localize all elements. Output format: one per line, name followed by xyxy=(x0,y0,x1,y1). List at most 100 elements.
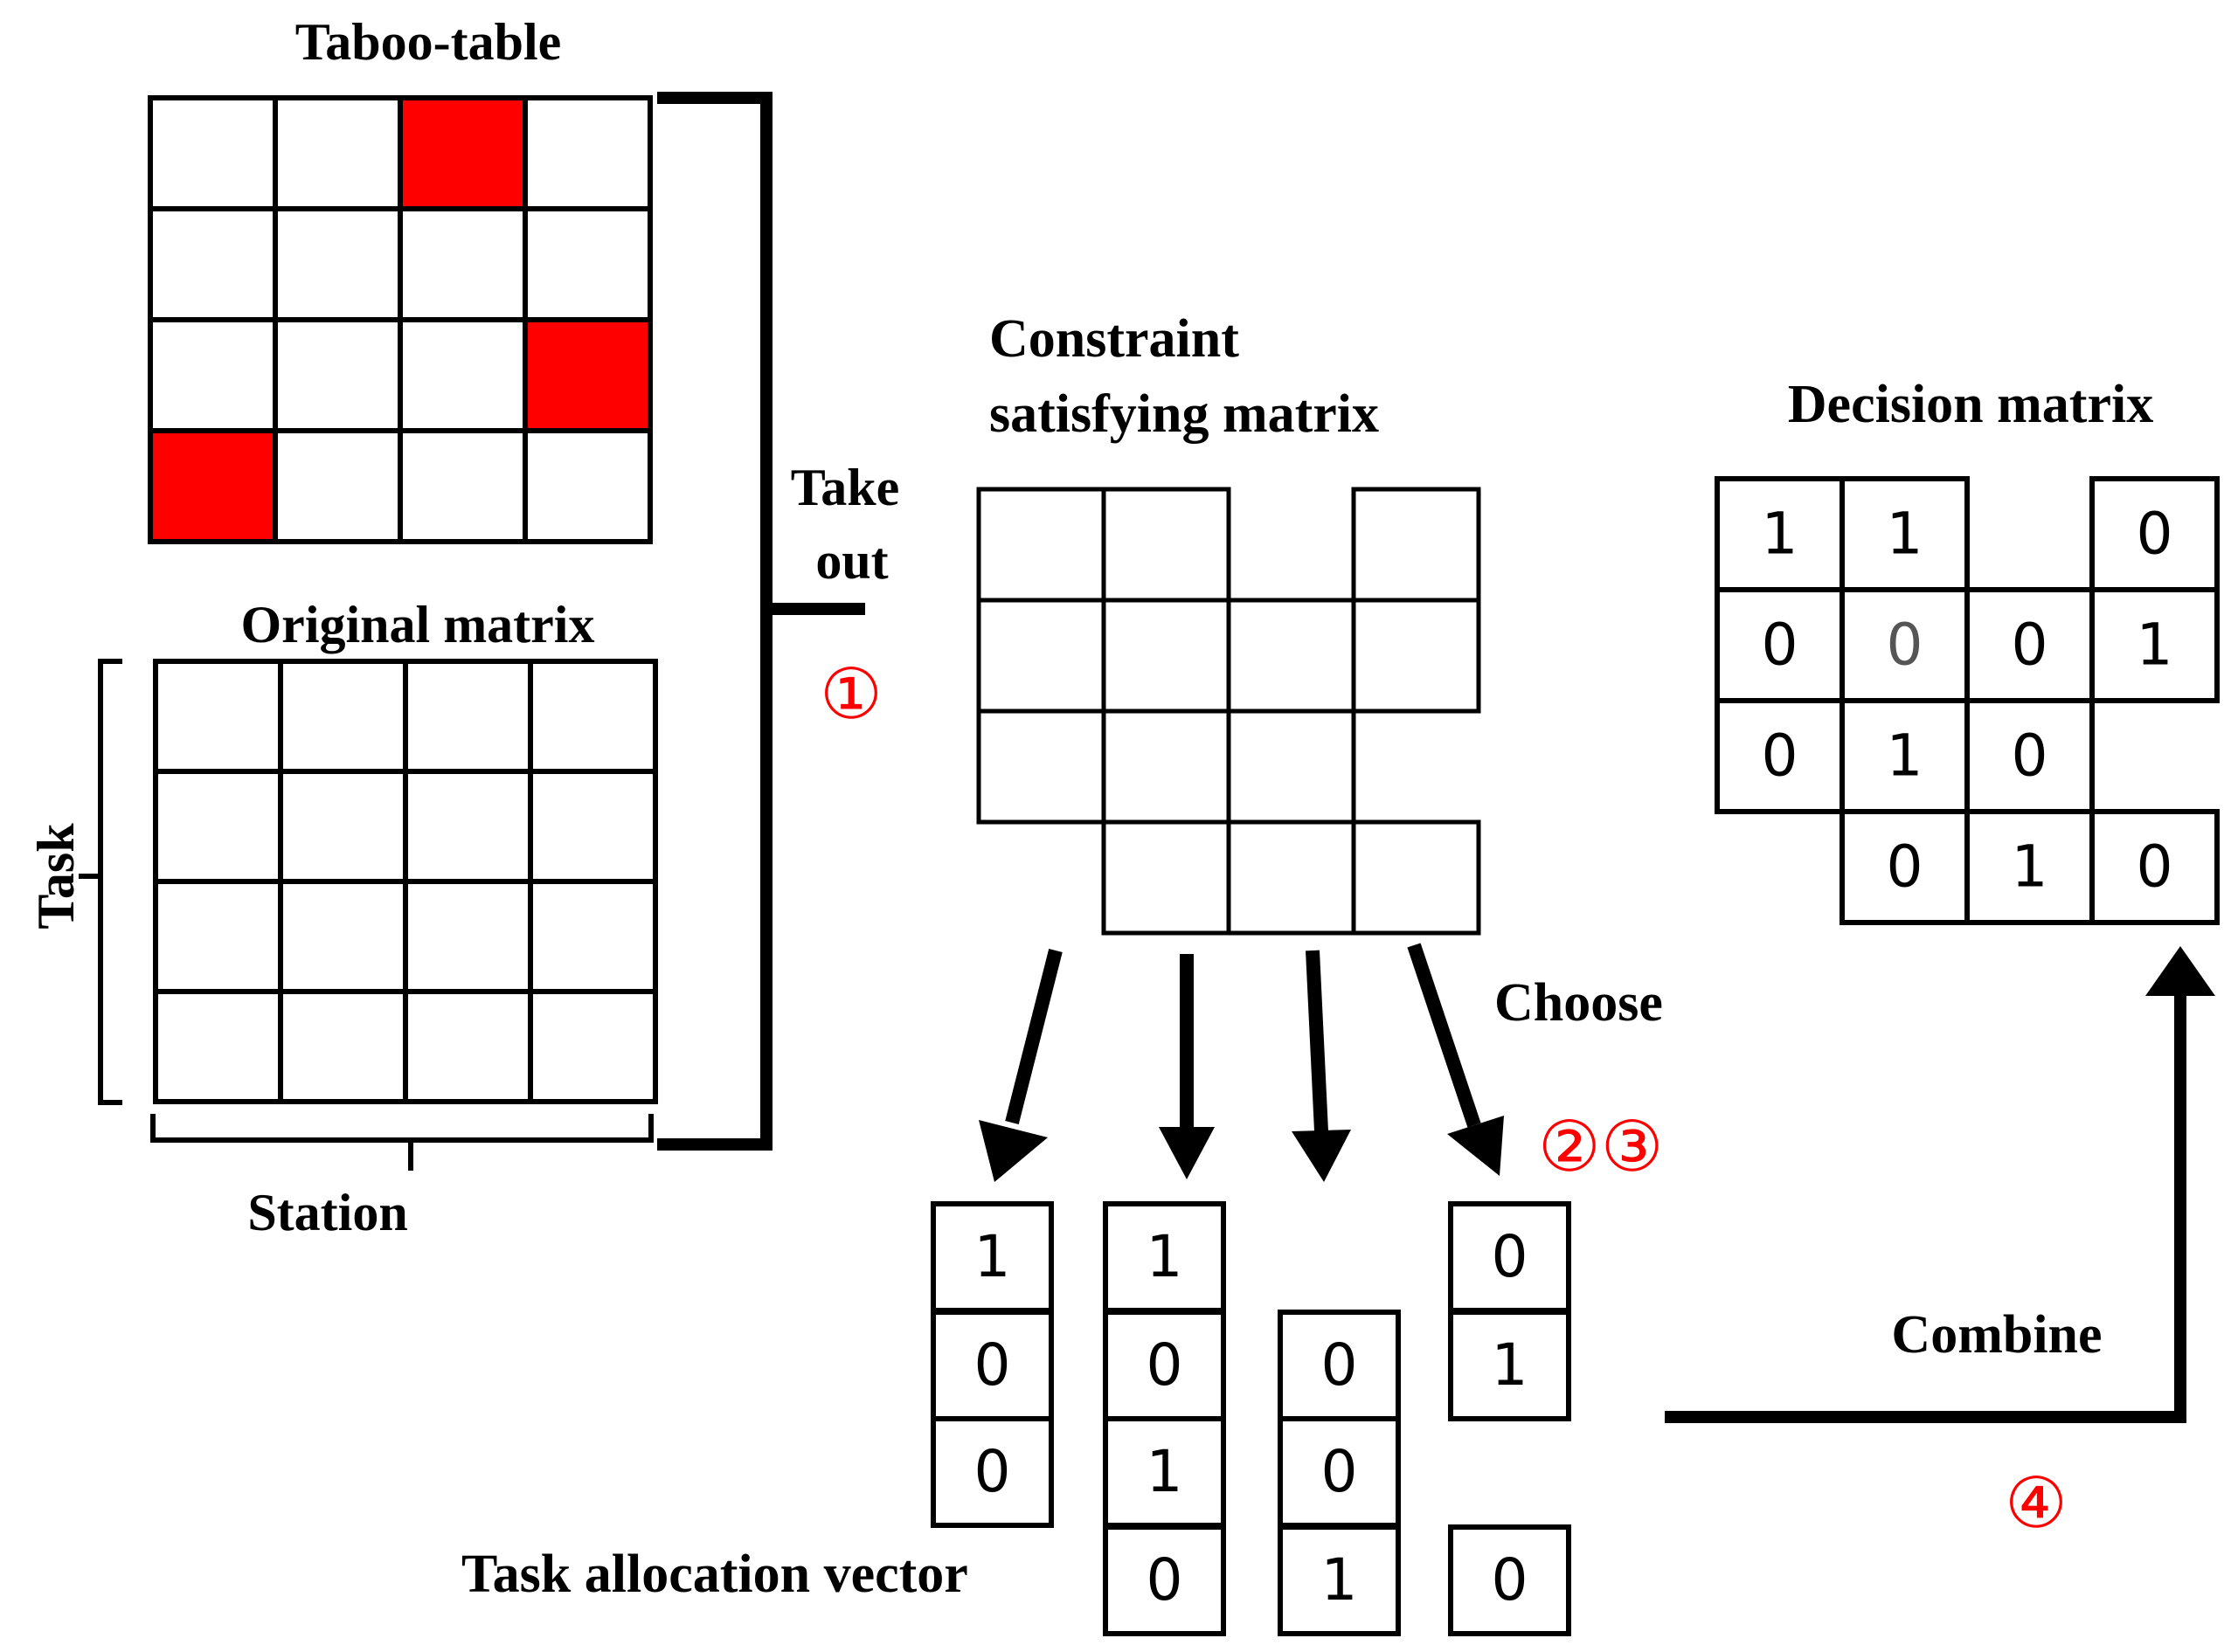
vector-cell xyxy=(1103,1524,1226,1636)
matrix-cell xyxy=(1351,487,1481,603)
vector-cell-value: 1 xyxy=(1147,1438,1183,1505)
matrix-cell xyxy=(1964,809,2095,925)
matrix-cell xyxy=(398,428,528,544)
vector-cell-value: 0 xyxy=(1321,1438,1358,1505)
original-matrix-title: Original matrix xyxy=(241,596,595,653)
vector-cell xyxy=(1103,1201,1226,1313)
cell-value: 0 xyxy=(1887,612,1923,679)
matrix-cell xyxy=(1964,698,2095,814)
matrix-cell xyxy=(523,206,653,322)
taboo-cell xyxy=(398,95,528,211)
choose-label: Choose xyxy=(1494,973,1663,1033)
matrix-cell xyxy=(278,769,408,884)
cell-value: 0 xyxy=(1762,722,1798,790)
matrix-cell xyxy=(1101,598,1231,714)
task-allocation-vector-label: Task allocation vector xyxy=(461,1545,968,1604)
vector-cell xyxy=(1448,1310,1571,1421)
combine-label: Combine xyxy=(1891,1305,2102,1365)
cell-value: 0 xyxy=(1887,833,1923,901)
matrix-cell xyxy=(148,317,278,433)
matrix-cell xyxy=(273,317,403,433)
constraint-matrix-grid xyxy=(976,487,1481,936)
step-4-marker: ④ xyxy=(2005,1462,2068,1544)
matrix-cell xyxy=(2089,809,2220,925)
matrix-cell xyxy=(1715,587,1845,703)
matrix-cell xyxy=(1226,708,1356,825)
matrix-cell xyxy=(403,769,533,884)
matrix-cell xyxy=(273,95,403,211)
task-allocation-vector-2: 1 0 1 0 xyxy=(1103,1201,1226,1636)
vector-cell-value: 0 xyxy=(974,1438,1011,1505)
cell-value: 0 xyxy=(1762,612,1798,679)
vector-cell-value: 1 xyxy=(1147,1223,1183,1290)
matrix-cell xyxy=(1351,598,1481,714)
cell-value: 1 xyxy=(2137,612,2173,679)
matrix-cell xyxy=(976,487,1106,603)
matrix-cell xyxy=(2089,587,2220,703)
vector-cell xyxy=(1448,1201,1571,1313)
cell-value: 0 xyxy=(2137,501,2173,568)
constraint-matrix-title-line2: satisfying matrix xyxy=(989,384,1379,444)
matrix-cell xyxy=(403,879,533,994)
matrix-cell xyxy=(1226,598,1356,714)
task-axis-label: Task xyxy=(27,823,85,930)
cell-value: 1 xyxy=(1887,722,1923,790)
take-out-bracket xyxy=(657,92,865,1151)
matrix-cell xyxy=(1226,819,1356,936)
vector-cell xyxy=(1448,1524,1571,1636)
taboo-table-grid xyxy=(148,95,653,544)
task-allocation-vector-4: 0 1 0 xyxy=(1448,1201,1571,1636)
matrix-cell xyxy=(528,879,658,994)
vector-cell-value: 0 xyxy=(1147,1546,1183,1614)
vector-cell-value: 0 xyxy=(1147,1331,1183,1399)
cell-value: 1 xyxy=(2012,833,2048,901)
matrix-cell xyxy=(273,428,403,544)
matrix-cell xyxy=(1715,476,1845,592)
task-bracket xyxy=(79,659,122,1105)
choose-arrows xyxy=(979,943,1504,1182)
take-label: Take xyxy=(791,459,900,516)
out-label: out xyxy=(815,532,888,590)
constraint-matrix-title-line1: Constraint xyxy=(989,309,1239,369)
decision-matrix-title: Decision matrix xyxy=(1788,375,2153,434)
station-axis-label: Station xyxy=(247,1184,407,1241)
matrix-cell xyxy=(273,206,403,322)
task-allocation-vector-3: 001 xyxy=(1278,1310,1401,1636)
vector-cell-value: 0 xyxy=(974,1331,1011,1399)
matrix-cell xyxy=(523,428,653,544)
matrix-cell xyxy=(148,206,278,322)
vector-cell xyxy=(1103,1416,1226,1528)
matrix-cell xyxy=(148,95,278,211)
matrix-cell xyxy=(153,989,283,1104)
vector-cell-value: 0 xyxy=(1492,1223,1528,1290)
matrix-cell xyxy=(1101,819,1231,936)
step-23-marker: ②③ xyxy=(1538,1106,1663,1187)
cell-value: 0 xyxy=(2012,722,2048,790)
taboo-table-title: Taboo-table xyxy=(295,13,562,71)
task-allocation-vector-1: 100 xyxy=(931,1201,1054,1528)
matrix-cell xyxy=(398,206,528,322)
cell-value: 1 xyxy=(1887,501,1923,568)
matrix-cell xyxy=(278,659,408,774)
matrix-cell xyxy=(528,659,658,774)
taboo-cell xyxy=(523,317,653,433)
cell-value: 0 xyxy=(2012,612,2048,679)
station-bracket xyxy=(150,1114,654,1171)
original-matrix-grid xyxy=(153,659,658,1104)
matrix-cell xyxy=(403,659,533,774)
combine-arrow xyxy=(1665,946,2215,1423)
matrix-cell xyxy=(153,879,283,994)
vector-cell-value: 0 xyxy=(1492,1546,1528,1614)
vector-cell-value: 1 xyxy=(1492,1331,1528,1399)
vector-cell xyxy=(931,1416,1054,1528)
matrix-cell xyxy=(403,989,533,1104)
matrix-cell xyxy=(1101,487,1231,603)
matrix-cell xyxy=(153,769,283,884)
arrow-to-vector-4 xyxy=(1407,943,1504,1176)
arrow-to-vector-1 xyxy=(979,949,1063,1182)
vector-cell xyxy=(1278,1310,1401,1421)
matrix-cell xyxy=(1351,819,1481,936)
matrix-cell xyxy=(278,879,408,994)
